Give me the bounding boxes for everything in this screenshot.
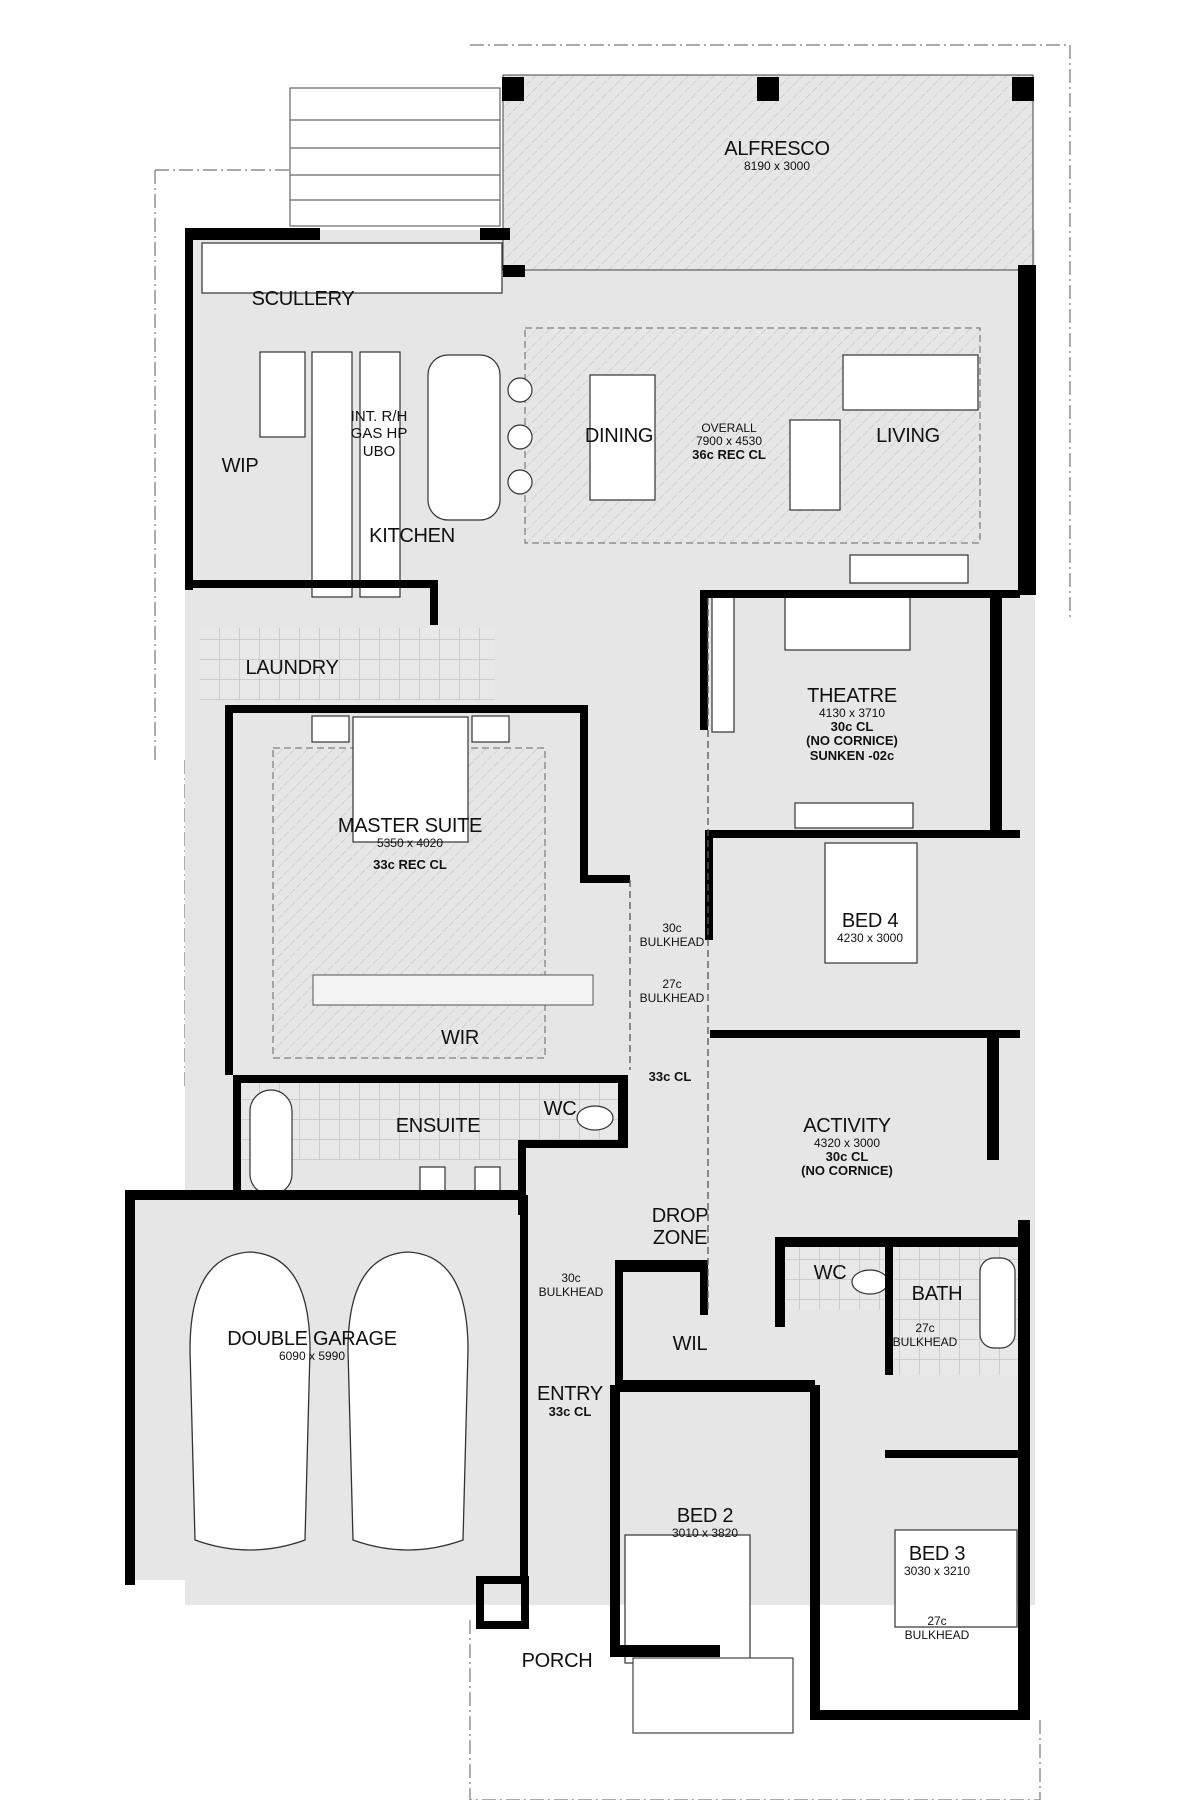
- kitchen-fixtures: [201, 242, 979, 598]
- room-entry: ENTRY 33c CL: [537, 1383, 603, 1419]
- room-living: LIVING: [876, 425, 940, 447]
- room-porch: PORCH: [521, 1650, 593, 1672]
- bulkhead-note: 30c BULKHEAD: [639, 921, 705, 949]
- room-wip: WIP: [221, 455, 259, 477]
- living-overall-note: OVERALL 7900 x 4530 36c REC CL: [692, 421, 766, 463]
- room-name: ALFRESCO: [724, 138, 830, 160]
- beds: [311, 715, 1018, 1664]
- pergola: [289, 87, 501, 227]
- room-theatre: THEATRE 4130 x 3710 30c CL (NO CORNICE) …: [806, 685, 898, 763]
- room-wc-hall: WC: [813, 1262, 847, 1284]
- room-wir: WIR: [441, 1027, 479, 1049]
- room-wc-ensuite: WC: [543, 1098, 577, 1120]
- walls: [125, 228, 1036, 1720]
- room-bath: BATH: [911, 1283, 963, 1305]
- room-alfresco: ALFRESCO 8190 x 3000: [724, 138, 830, 173]
- alfresco-area: [502, 74, 1034, 271]
- room-scullery: SCULLERY: [251, 288, 355, 310]
- bulkhead-note: 27c BULKHEAD: [639, 977, 705, 1005]
- room-dining: DINING: [584, 425, 654, 447]
- bulkhead-note: 30c BULKHEAD: [538, 1271, 604, 1299]
- room-ensuite: ENSUITE: [395, 1115, 481, 1137]
- room-bed2: BED 2 3010 x 3820: [671, 1505, 739, 1540]
- room-double-garage: DOUBLE GARAGE 6090 x 5990: [227, 1328, 397, 1363]
- room-master-suite: MASTER SUITE 5350 x 4020 33c REC CL: [337, 815, 483, 873]
- room-wil: WIL: [672, 1333, 708, 1355]
- bulkhead-note: 27c BULKHEAD: [904, 1614, 970, 1642]
- cars: [189, 1251, 469, 1551]
- room-bed3: BED 3 3030 x 3210: [903, 1543, 971, 1578]
- bulkhead-note: 27c BULKHEAD: [892, 1321, 958, 1349]
- room-activity: ACTIVITY 4320 x 3000 30c CL (NO CORNICE): [801, 1115, 893, 1179]
- laundry-tiles: [200, 628, 495, 700]
- room-kitchen: KITCHEN: [369, 525, 455, 547]
- room-laundry: LAUNDRY: [245, 657, 339, 679]
- room-drop-zone: DROP ZONE: [651, 1205, 709, 1249]
- hall-ceiling-note: 33c CL: [648, 1069, 692, 1084]
- room-dims: 8190 x 3000: [743, 159, 811, 173]
- kitchen-cooktop-note: INT. R/H GAS HP UBO: [350, 408, 408, 460]
- room-bed4: BED 4 4230 x 3000: [836, 910, 904, 945]
